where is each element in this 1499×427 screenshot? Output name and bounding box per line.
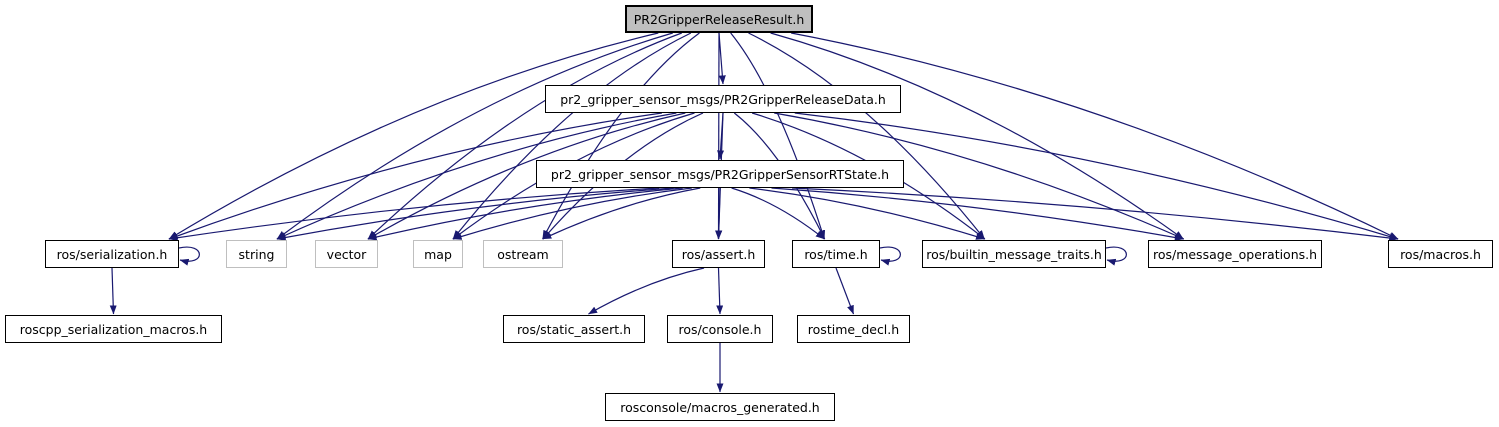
node-rosconsolemg[interactable]: rosconsole/macros_generated.h: [605, 393, 835, 421]
edge-rtstate-time: [731, 187, 825, 240]
edge-rtstate-builtin: [749, 187, 985, 240]
node-macros[interactable]: ros/macros.h: [1388, 240, 1493, 268]
self-loop-serialization: [178, 246, 200, 266]
node-time[interactable]: ros/time.h: [792, 240, 880, 268]
edge-releasedata-vector: [367, 112, 686, 240]
edge-result-vector: [367, 32, 682, 240]
node-result[interactable]: PR2GripperReleaseResult.h: [625, 5, 813, 33]
edge-rtstate-ostream: [542, 187, 701, 240]
edge-rtstate-assert: [715, 187, 723, 240]
edge-rtstate-msgops: [771, 187, 1184, 241]
node-string[interactable]: string: [226, 240, 287, 268]
edge-releasedata-macros: [794, 112, 1399, 240]
node-console[interactable]: ros/console.h: [667, 315, 773, 343]
edge-rtstate-map: [452, 187, 692, 240]
node-vector[interactable]: vector: [315, 240, 378, 268]
node-staticassert[interactable]: ros/static_assert.h: [503, 315, 645, 343]
edge-releasedata-serialization: [168, 112, 662, 240]
edge-result-map: [452, 32, 692, 240]
edge-assert-console: [716, 267, 724, 315]
node-serialization[interactable]: ros/serialization.h: [45, 240, 179, 268]
edge-rtstate-vector: [367, 187, 683, 241]
edge-result-releasedata: [718, 32, 726, 85]
edge-result-builtin: [748, 32, 985, 240]
edge-assert-staticassert: [588, 267, 705, 315]
self-loop-builtin: [1105, 246, 1127, 266]
edge-result-macros: [791, 32, 1399, 240]
node-assert[interactable]: ros/assert.h: [672, 240, 765, 268]
node-roscppser[interactable]: roscpp_serialization_macros.h: [5, 315, 222, 343]
edge-serialization-roscppser: [109, 267, 117, 315]
self-loop-time: [879, 246, 901, 266]
edge-rtstate-macros: [792, 187, 1399, 242]
node-releasedata[interactable]: pr2_gripper_sensor_msgs/PR2GripperReleas…: [545, 85, 901, 113]
node-rostimedecl[interactable]: rostime_decl.h: [797, 315, 910, 343]
edge-result-serialization: [168, 32, 659, 240]
edge-time-rostimedecl: [835, 267, 855, 315]
node-msgops[interactable]: ros/message_operations.h: [1148, 240, 1322, 268]
edge-releasedata-string: [276, 112, 677, 240]
edge-result-string: [276, 32, 673, 240]
node-map[interactable]: map: [413, 240, 463, 268]
edge-releasedata-msgops: [774, 112, 1185, 240]
edge-rtstate-string: [276, 187, 674, 241]
edge-rtstate-serialization: [168, 187, 660, 242]
node-ostream[interactable]: ostream: [483, 240, 563, 268]
edge-result-msgops: [770, 32, 1184, 240]
node-builtin[interactable]: ros/builtin_message_traits.h: [922, 240, 1106, 268]
edge-result-assert: [715, 32, 723, 240]
node-rtstate[interactable]: pr2_gripper_sensor_msgs/PR2GripperSensor…: [536, 160, 904, 188]
